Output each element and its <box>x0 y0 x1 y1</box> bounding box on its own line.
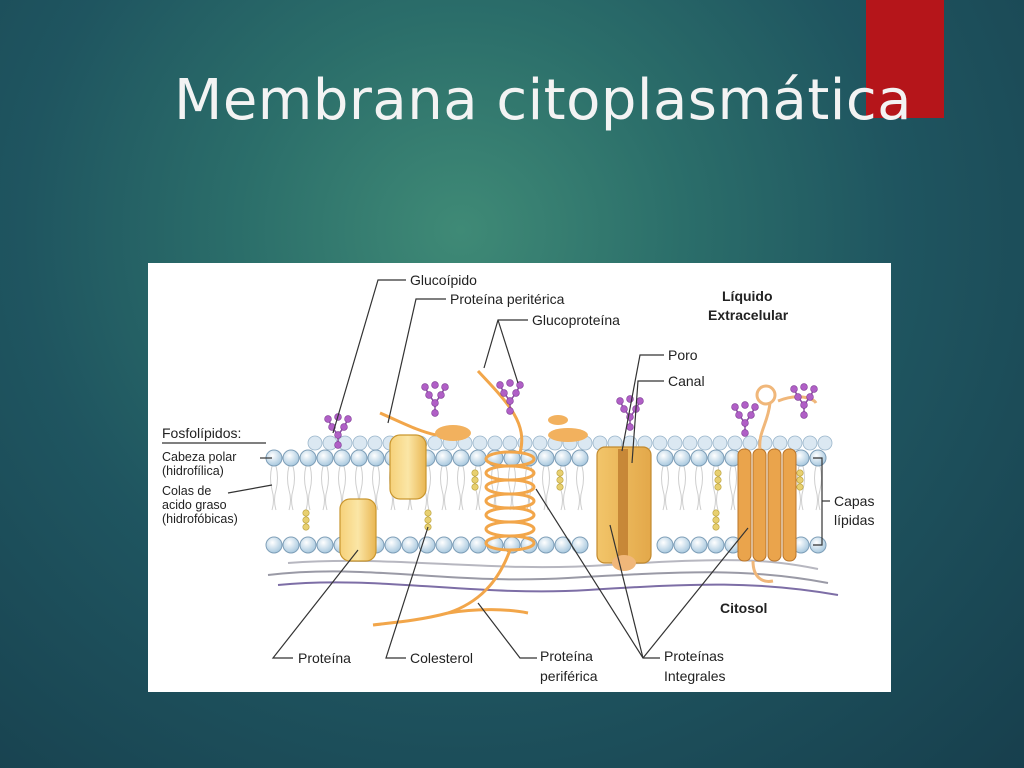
label-proteinas-integrales-1: Proteínas <box>664 648 724 664</box>
membrane-diagram: Glucoípido Proteína peritérica Glucoprot… <box>148 263 891 692</box>
peripheral-blob <box>435 425 471 441</box>
leader-lines <box>162 279 830 659</box>
label-proteinas-integrales-2: Integrales <box>664 668 725 684</box>
label-proteina-periterica: Proteína peritérica <box>450 291 565 307</box>
label-canal: Canal <box>668 373 705 389</box>
red-accent-tab <box>866 0 944 118</box>
label-glucolipido: Glucoípido <box>410 272 477 288</box>
label-glucoproteina: Glucoproteína <box>532 312 620 328</box>
label-cabeza-polar: Cabeza polar <box>162 450 236 464</box>
carbohydrate-chains <box>324 379 818 449</box>
label-hidrofilica: (hidrofílica) <box>162 464 224 478</box>
phospholipid-heads-inner <box>265 536 827 554</box>
label-citosol: Citosol <box>720 600 767 616</box>
label-hidrofobicas: (hidrofóbicas) <box>162 512 238 526</box>
label-proteina-periferica-1: Proteína <box>540 648 593 664</box>
slide-title: Membrana citoplasmática <box>174 68 912 133</box>
label-fosfolipidos: Fosfolípidos: <box>162 425 241 441</box>
cytoskeleton-fibers <box>267 559 839 596</box>
label-lipidas: lípidas <box>834 512 874 528</box>
peripheral-blob <box>548 428 588 442</box>
label-proteina-periferica-2: periférica <box>540 668 598 684</box>
protein-lower-left <box>339 498 377 562</box>
label-liquido: Líquido <box>722 288 773 304</box>
label-capas: Capas <box>834 493 874 509</box>
label-acido-graso: acido graso <box>162 498 227 512</box>
label-proteina: Proteína <box>298 650 351 666</box>
peripheral-protein-strand <box>379 411 437 437</box>
protein-upper-left <box>389 434 427 500</box>
label-poro: Poro <box>668 347 698 363</box>
peripheral-blob <box>548 415 568 425</box>
label-extracelular: Extracelular <box>708 307 789 323</box>
channel-protein <box>596 446 652 571</box>
label-colesterol: Colesterol <box>410 650 473 666</box>
helical-glycoprotein <box>372 369 536 627</box>
multipass-integral-protein <box>737 384 818 583</box>
label-colas-de: Colas de <box>162 484 211 498</box>
